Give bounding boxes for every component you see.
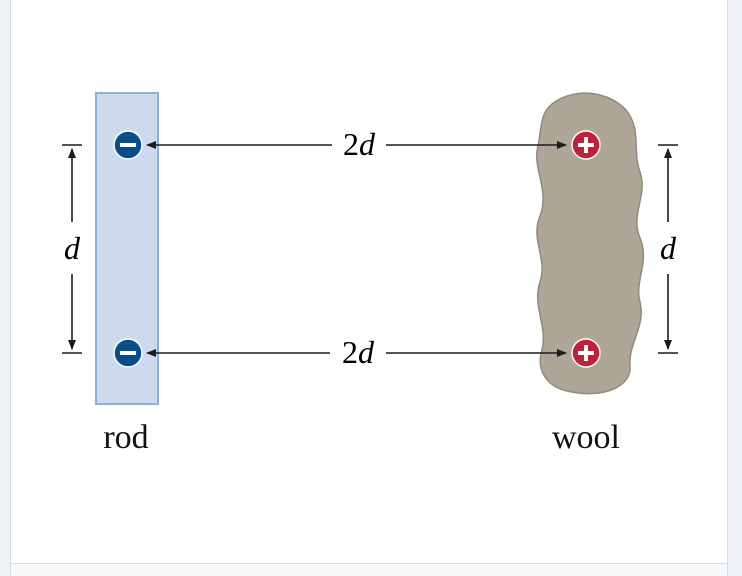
wool-piece: [536, 92, 645, 395]
rod-label: rod: [103, 419, 148, 456]
minus-circle-icon: [113, 130, 143, 160]
plus-circle-icon: [571, 130, 601, 160]
top-distance-coefficient: 2: [343, 126, 359, 162]
minus-circle-icon: [113, 338, 143, 368]
right-separation-label: d: [660, 230, 677, 266]
bottom-distance-variable: d: [358, 334, 375, 370]
plus-circle-icon: [571, 338, 601, 368]
top-distance-label: 2d: [343, 126, 376, 162]
top-distance-variable: d: [359, 126, 376, 162]
wool-label: wool: [552, 419, 620, 456]
left-separation-label: d: [64, 230, 81, 266]
bottom-distance-coefficient: 2: [342, 334, 358, 370]
bottom-distance-label: 2d: [342, 334, 375, 370]
figure-footer-strip: [10, 564, 728, 576]
